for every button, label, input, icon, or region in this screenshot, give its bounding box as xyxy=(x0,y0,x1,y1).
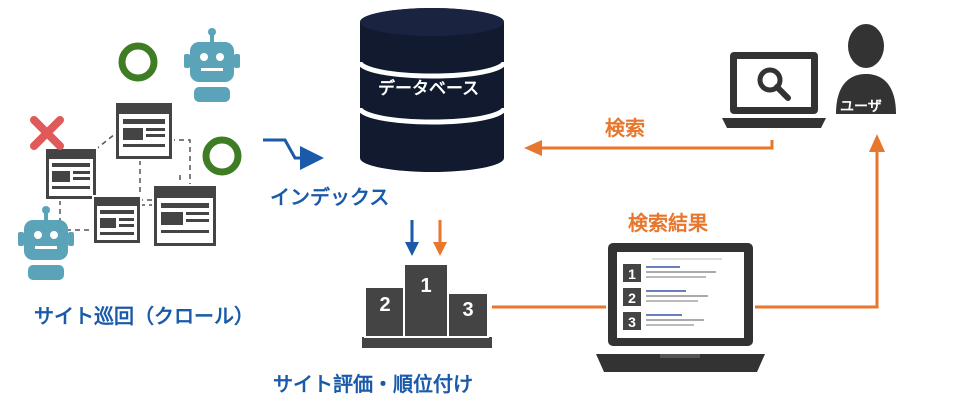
user-label: ユーザ xyxy=(840,99,882,115)
result-row xyxy=(623,312,704,330)
search-label: 検索 xyxy=(605,116,645,140)
podium-icon xyxy=(362,263,492,348)
index-arrow xyxy=(263,138,324,170)
ranking-blue-arrow xyxy=(405,220,419,256)
podium-rank-3: 3 xyxy=(462,299,473,321)
ok-circle-icon xyxy=(202,136,242,176)
podium-rank-2: 2 xyxy=(379,294,390,316)
database-label: データベース xyxy=(378,79,480,99)
web-page-icon xyxy=(114,101,174,161)
ng-cross-icon xyxy=(30,116,64,150)
result-rank: 1 xyxy=(628,266,636,282)
magnifier-icon xyxy=(757,67,791,101)
user-icon xyxy=(836,24,896,114)
ranking-label: サイト評価・順位付け xyxy=(273,372,473,396)
result-row xyxy=(623,288,708,306)
web-page-icon xyxy=(152,184,218,248)
ok-circle-icon xyxy=(118,42,158,82)
podium-rank-1: 1 xyxy=(420,275,431,297)
crawl-label: サイト巡回（クロール） xyxy=(34,304,254,328)
robot-icon xyxy=(184,28,240,102)
result-row xyxy=(623,264,716,282)
results-label: 検索結果 xyxy=(628,211,708,235)
search-arrow xyxy=(524,140,774,156)
web-page-icon xyxy=(92,195,142,245)
results-laptop-icon xyxy=(596,243,765,372)
result-rank: 2 xyxy=(628,290,636,306)
web-page-icon xyxy=(44,147,98,201)
search-laptop-icon xyxy=(722,52,826,128)
results-to-user-arrow xyxy=(755,134,885,309)
index-label: インデックス xyxy=(270,185,390,209)
search-bar-line xyxy=(652,258,722,260)
ranking-orange-arrow xyxy=(433,220,447,256)
database-icon xyxy=(357,8,507,172)
robot-icon xyxy=(18,206,74,280)
result-rank: 3 xyxy=(628,314,636,330)
